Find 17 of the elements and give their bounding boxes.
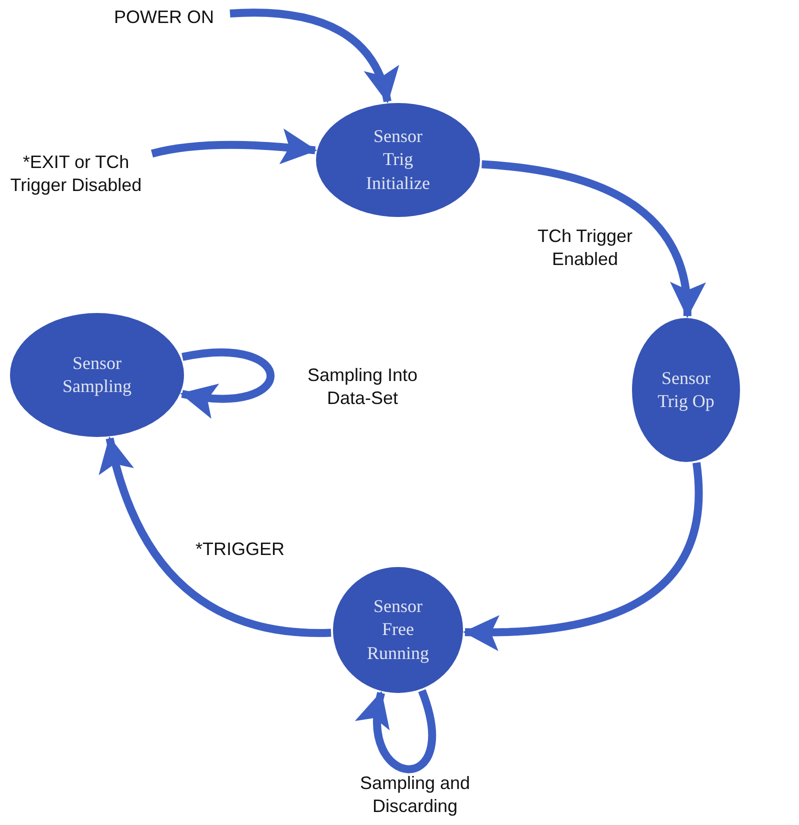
arrow (358, 690, 436, 774)
arrow (180, 348, 274, 417)
arrow (100, 436, 332, 637)
state-label: Sensor Free Running (366, 594, 430, 665)
state-label: Sensor Sampling (61, 352, 132, 398)
event-label: POWER ON (114, 6, 214, 30)
edge-label: *TRIGGER (194, 538, 286, 561)
edge-label: TCh Trigger Enabled (536, 225, 634, 272)
edge-label: Sampling and Discarding (358, 772, 472, 818)
arrow (481, 160, 704, 318)
arrow (151, 128, 318, 165)
arrow (230, 8, 397, 104)
event-label: *EXIT or TCh Trigger Disabled (9, 150, 143, 197)
edge-label: Sampling Into Data-Set (306, 364, 419, 410)
arrow (462, 462, 703, 650)
state-label: Sensor Trig Initialize (365, 124, 431, 195)
state-label: Sensor Trig Op (656, 366, 716, 413)
